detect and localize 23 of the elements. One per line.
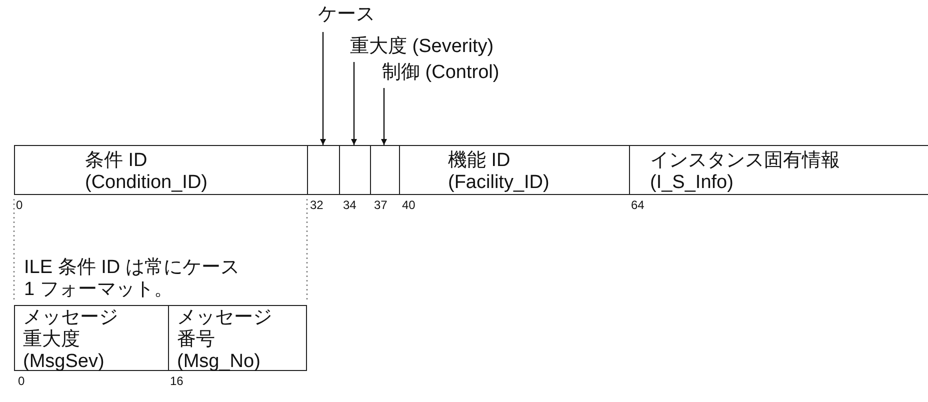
empty-bit-field bbox=[339, 145, 371, 195]
bit-field: メッセージ重大度 (MsgSev) bbox=[14, 305, 169, 371]
note-text: ILE 条件 ID は常にケース 1 フォーマット。 bbox=[24, 257, 240, 301]
arrow-label: ケース bbox=[318, 4, 398, 30]
arrow bbox=[351, 62, 357, 145]
arrow-label: 制御 (Control) bbox=[382, 62, 542, 86]
bit-offset: 40 bbox=[402, 198, 416, 212]
bit-offset: 34 bbox=[343, 198, 356, 212]
empty-bit-field bbox=[307, 145, 340, 195]
bit-field: インスタンス固有情報 (I_S_Info) bbox=[629, 145, 928, 195]
bit-offset: 37 bbox=[374, 198, 388, 212]
arrow bbox=[320, 32, 326, 145]
bit-offset: 0 bbox=[18, 374, 25, 388]
bit-field: 機能 ID (Facility_ID) bbox=[399, 145, 630, 195]
bit-offset: 64 bbox=[631, 198, 644, 212]
bit-offset: 32 bbox=[310, 198, 324, 212]
bit-offset: 0 bbox=[16, 198, 23, 212]
arrow-label: 重大度 (Severity) bbox=[350, 36, 540, 60]
empty-bit-field bbox=[370, 145, 400, 195]
bit-offset: 16 bbox=[170, 374, 184, 388]
bit-field: メッセージ番号 (Msg_No) bbox=[168, 305, 307, 371]
bit-field: 条件 ID (Condition_ID) bbox=[14, 145, 308, 195]
arrow bbox=[381, 88, 387, 145]
